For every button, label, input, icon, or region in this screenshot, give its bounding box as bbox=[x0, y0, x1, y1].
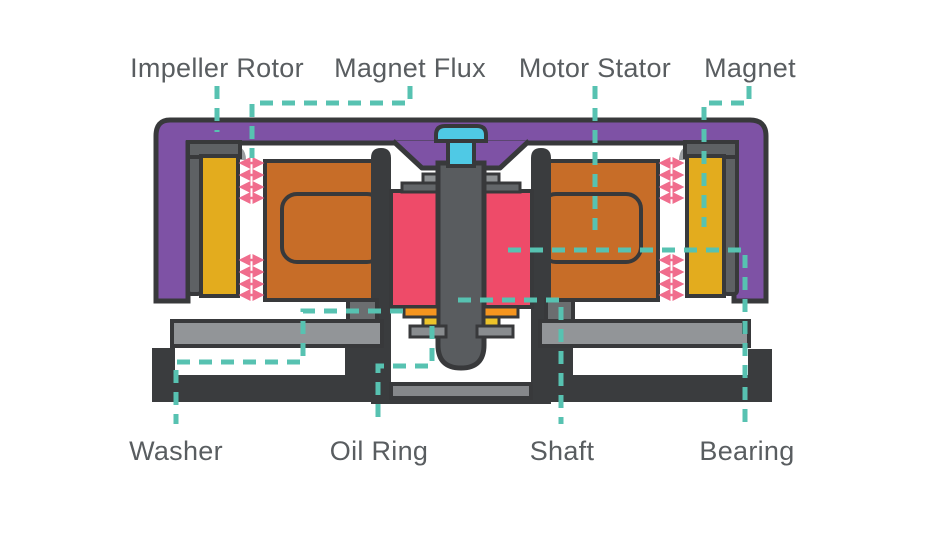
shaft-cap bbox=[434, 124, 488, 143]
bearing-step-left bbox=[400, 181, 440, 194]
shaft bbox=[435, 160, 487, 371]
board-left bbox=[170, 319, 384, 348]
leader-shaft bbox=[458, 297, 564, 424]
motor-stator-left bbox=[263, 148, 391, 404]
retaining-clip-right bbox=[475, 324, 515, 339]
shaft-cap-neck bbox=[446, 139, 476, 168]
tube-plug bbox=[389, 382, 533, 400]
bearing-sleeve-left bbox=[389, 189, 440, 309]
label-shaft: Shaft bbox=[530, 436, 595, 466]
magnet-left bbox=[199, 154, 240, 298]
label-bearing: Bearing bbox=[699, 436, 794, 466]
leader-magnet-flux bbox=[249, 86, 413, 158]
bearing-step-right bbox=[482, 181, 522, 194]
magnet-flux-arrows-left bbox=[238, 157, 265, 301]
label-impeller-rotor: Impeller Rotor bbox=[130, 53, 304, 83]
leader-magnet bbox=[701, 86, 752, 227]
leader-washer bbox=[173, 308, 403, 424]
board-right bbox=[538, 319, 751, 348]
label-oil-ring: Oil Ring bbox=[330, 436, 428, 466]
washer-left bbox=[402, 305, 440, 319]
base-foot-right bbox=[748, 349, 772, 377]
retaining-clip-left bbox=[408, 324, 448, 339]
magnet-flux-arrows-right bbox=[658, 157, 685, 301]
label-washer: Washer bbox=[129, 436, 223, 466]
label-magnet: Magnet bbox=[704, 53, 796, 83]
washer-right bbox=[482, 305, 520, 319]
label-motor-stator: Motor Stator bbox=[519, 53, 671, 83]
leader-oil-ring bbox=[375, 326, 435, 424]
base-foot-left bbox=[152, 348, 175, 377]
stator-pole-left bbox=[280, 192, 384, 264]
label-magnet-flux: Magnet Flux bbox=[334, 53, 486, 83]
leader-bearing bbox=[508, 247, 748, 424]
